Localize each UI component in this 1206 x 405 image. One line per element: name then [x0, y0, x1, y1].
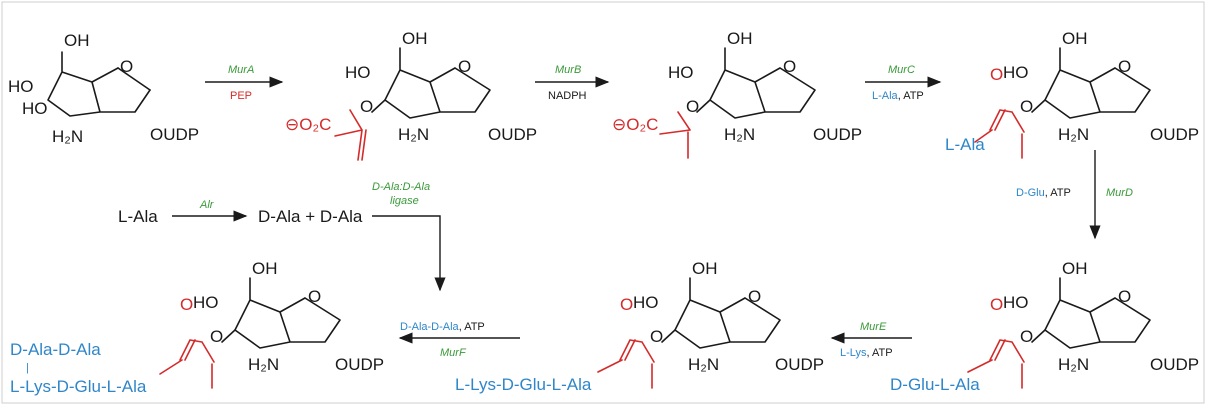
- enzyme-label: MurA: [228, 64, 254, 76]
- cofactor-label: D-Glu, ATP: [1016, 187, 1071, 199]
- enzyme-label: Alr: [199, 199, 215, 211]
- step-mure: MurE L-Lys, ATP: [830, 321, 912, 359]
- molecule-murnac-tripeptide: OH HO O O O H₂N OUDP L-Lys-D-Glu-L-Ala: [455, 259, 824, 394]
- step-murc: MurC L-Ala, ATP: [865, 64, 942, 102]
- ring-oxygen-label: O: [120, 57, 133, 76]
- enzyme-label: ligase: [390, 195, 419, 207]
- carbonyl-oxygen-label: O: [620, 295, 633, 314]
- ether-oxygen-label: O: [650, 327, 663, 346]
- amine-label: H₂N: [1058, 355, 1089, 374]
- hydroxyl-label: HO: [633, 293, 659, 312]
- ring-oxygen-label: O: [458, 57, 471, 76]
- ether-oxygen-label: O: [686, 97, 699, 116]
- peptide-chain-label: D-Ala-D-Ala: [10, 340, 101, 359]
- ring-oxygen-label: O: [748, 287, 761, 306]
- step-murb: MurB NADPH: [535, 64, 610, 102]
- ether-oxygen-label: O: [360, 97, 373, 116]
- peptide-chain-label: L-Ala: [945, 135, 985, 154]
- substrate-label: L-Ala: [118, 207, 158, 226]
- ether-oxygen-label: O: [1020, 327, 1033, 346]
- enzyme-label: D-Ala:D-Ala: [372, 181, 430, 193]
- hydroxyl-label: HO: [8, 77, 34, 96]
- ether-oxygen-label: O: [1020, 97, 1033, 116]
- molecule-udp-glcnac: OH HO HO O H₂N OUDP: [8, 31, 199, 146]
- oudp-label: OUDP: [335, 355, 384, 374]
- carboxylate-label: ⊖O₂C: [285, 115, 331, 134]
- oudp-label: OUDP: [150, 125, 199, 144]
- hydroxyl-label: OH: [252, 259, 278, 278]
- cofactor-label: D-Ala-D-Ala, ATP: [400, 321, 485, 333]
- molecule-murnac-ala: OH HO O O O H₂N OUDP L-Ala: [945, 29, 1199, 159]
- ether-oxygen-label: O: [210, 327, 223, 346]
- enzyme-label: MurC: [888, 64, 915, 76]
- oudp-label: OUDP: [813, 125, 862, 144]
- molecule-enolpyruvyl: OH HO O O H₂N OUDP ⊖O₂C: [285, 29, 537, 161]
- hydroxyl-label: HO: [1003, 63, 1029, 82]
- step-murd: MurD D-Glu, ATP: [1016, 150, 1133, 240]
- molecule-murnac-ala-glu: OH HO O O O H₂N OUDP D-Glu-L-Ala: [890, 259, 1199, 394]
- hydroxyl-label: HO: [1003, 293, 1029, 312]
- cofactor-label: L-Lys, ATP: [840, 347, 893, 359]
- oudp-label: OUDP: [1150, 125, 1199, 144]
- hydroxyl-label: OH: [64, 31, 90, 50]
- peptide-chain-label: L-Lys-D-Glu-L-Ala: [455, 375, 592, 394]
- peptide-chain-label: L-Lys-D-Glu-L-Ala: [10, 377, 147, 396]
- peptide-chain-label: D-Glu-L-Ala: [890, 375, 980, 394]
- carbonyl-oxygen-label: O: [990, 295, 1003, 314]
- ring-oxygen-label: O: [308, 287, 321, 306]
- oudp-label: OUDP: [775, 355, 824, 374]
- hydroxyl-label: OH: [727, 29, 753, 48]
- hydroxyl-label: OH: [402, 29, 428, 48]
- hydroxyl-label: OH: [692, 259, 718, 278]
- cofactor-label: L-Ala, ATP: [872, 90, 924, 102]
- ring-oxygen-label: O: [1118, 287, 1131, 306]
- amine-label: H₂N: [248, 355, 279, 374]
- hydroxyl-label: OH: [1062, 29, 1088, 48]
- molecule-udp-murnac-pentapeptide: OH HO O O O H₂N OUDP D-Ala-D-Ala | L-Lys…: [10, 259, 384, 396]
- hydroxyl-label: HO: [22, 99, 48, 118]
- hydroxyl-label: HO: [193, 293, 219, 312]
- oudp-label: OUDP: [488, 125, 537, 144]
- product-label: D-Ala + D-Ala: [258, 207, 363, 226]
- peptide-bond-bar: |: [26, 362, 29, 374]
- step-ligase: D-Ala:D-Ala ligase: [372, 181, 446, 292]
- carbonyl-oxygen-label: O: [180, 295, 193, 314]
- ring-oxygen-label: O: [783, 57, 796, 76]
- step-alr: L-Ala Alr D-Ala + D-Ala: [118, 199, 363, 226]
- cofactor-label: PEP: [230, 90, 252, 102]
- ring-oxygen-label: O: [1118, 57, 1131, 76]
- cofactor-label: NADPH: [548, 90, 587, 102]
- step-mura: MurA PEP: [205, 64, 284, 102]
- amine-label: H₂N: [52, 127, 83, 146]
- oudp-label: OUDP: [1150, 355, 1199, 374]
- amine-label: H₂N: [1058, 125, 1089, 144]
- molecule-udp-murnac: OH HO O O H₂N OUDP ⊖O₂C: [612, 29, 862, 159]
- hydroxyl-label: HO: [345, 63, 371, 82]
- hydroxyl-label: HO: [668, 63, 694, 82]
- carboxylate-label: ⊖O₂C: [612, 115, 658, 134]
- enzyme-label: MurD: [1106, 187, 1133, 199]
- hydroxyl-label: OH: [1062, 259, 1088, 278]
- enzyme-label: MurF: [440, 347, 467, 359]
- enzyme-label: MurB: [555, 64, 581, 76]
- step-murf: MurF D-Ala-D-Ala, ATP: [398, 321, 520, 359]
- amine-label: H₂N: [724, 125, 755, 144]
- amine-label: H₂N: [398, 125, 429, 144]
- carbonyl-oxygen-label: O: [990, 65, 1003, 84]
- enzyme-label: MurE: [860, 321, 887, 333]
- amine-label: H₂N: [688, 355, 719, 374]
